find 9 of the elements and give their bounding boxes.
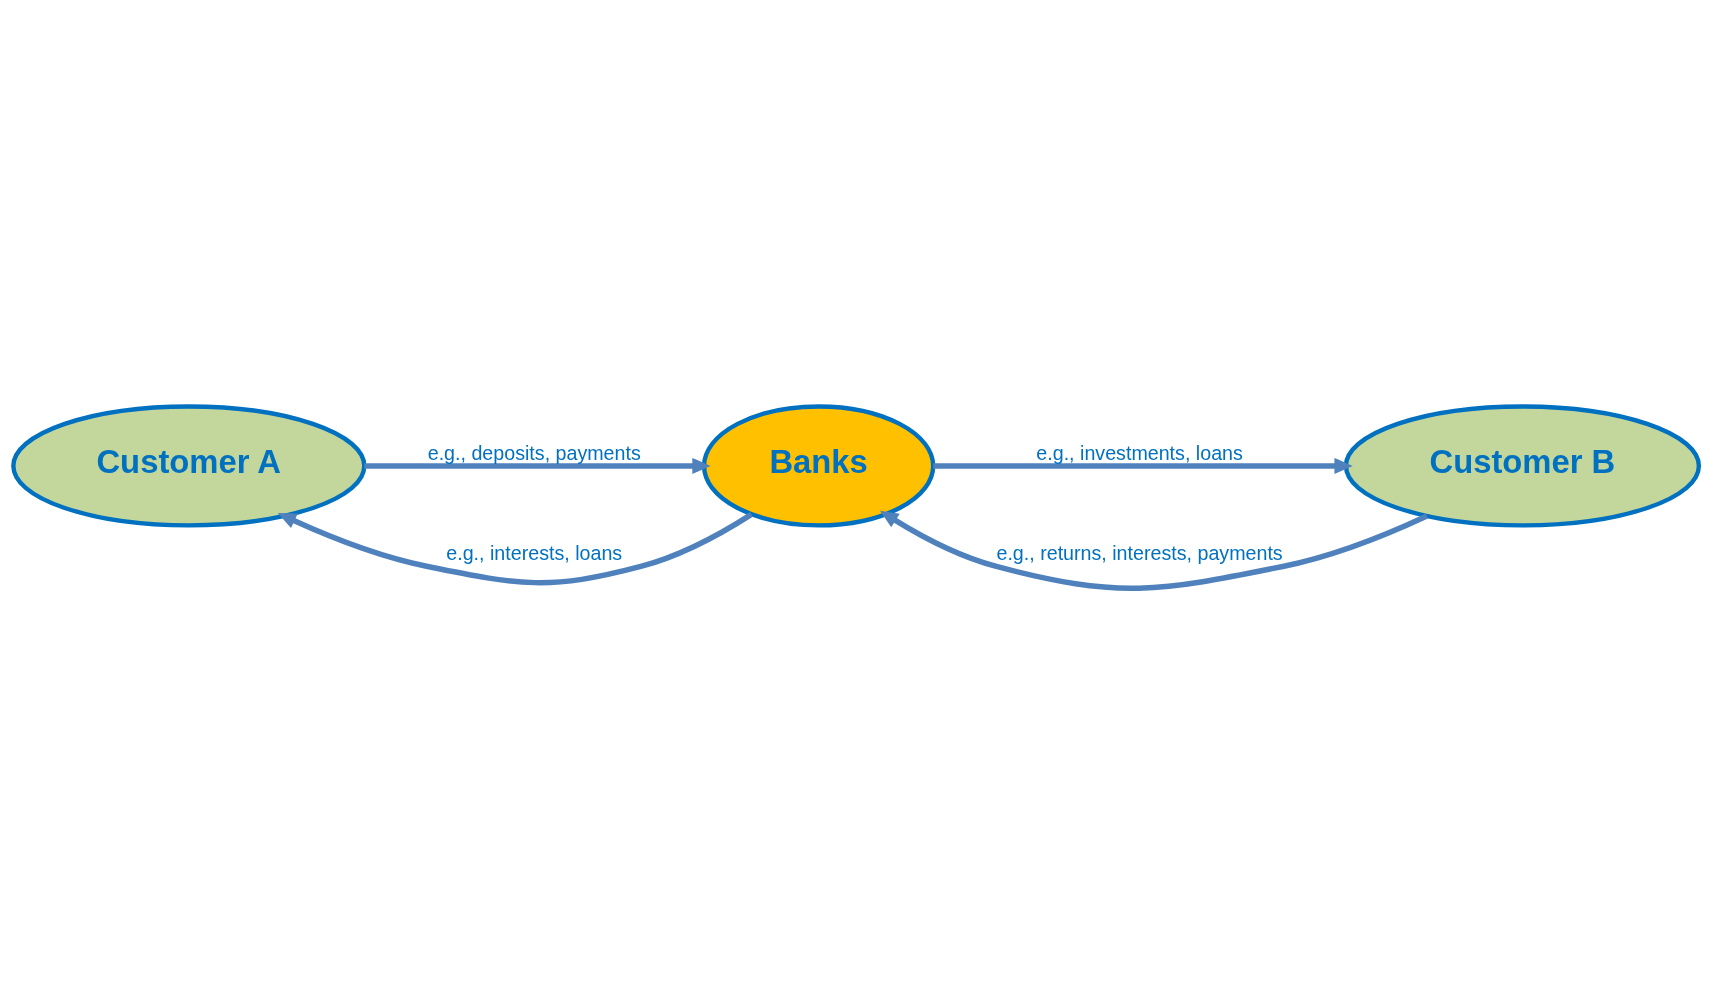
arrow	[879, 510, 1428, 591]
edge-label: e.g., returns, interests, payments	[995, 542, 1283, 565]
arrow	[363, 457, 711, 474]
edge-label: e.g., deposits, payments	[427, 441, 641, 464]
edge-label: e.g., investments, loans	[1035, 441, 1243, 464]
arrow	[277, 512, 753, 586]
arrow	[932, 457, 1353, 474]
edge-label: e.g., interests, loans	[445, 542, 622, 565]
node-ellipse: Customer B	[1343, 404, 1701, 528]
